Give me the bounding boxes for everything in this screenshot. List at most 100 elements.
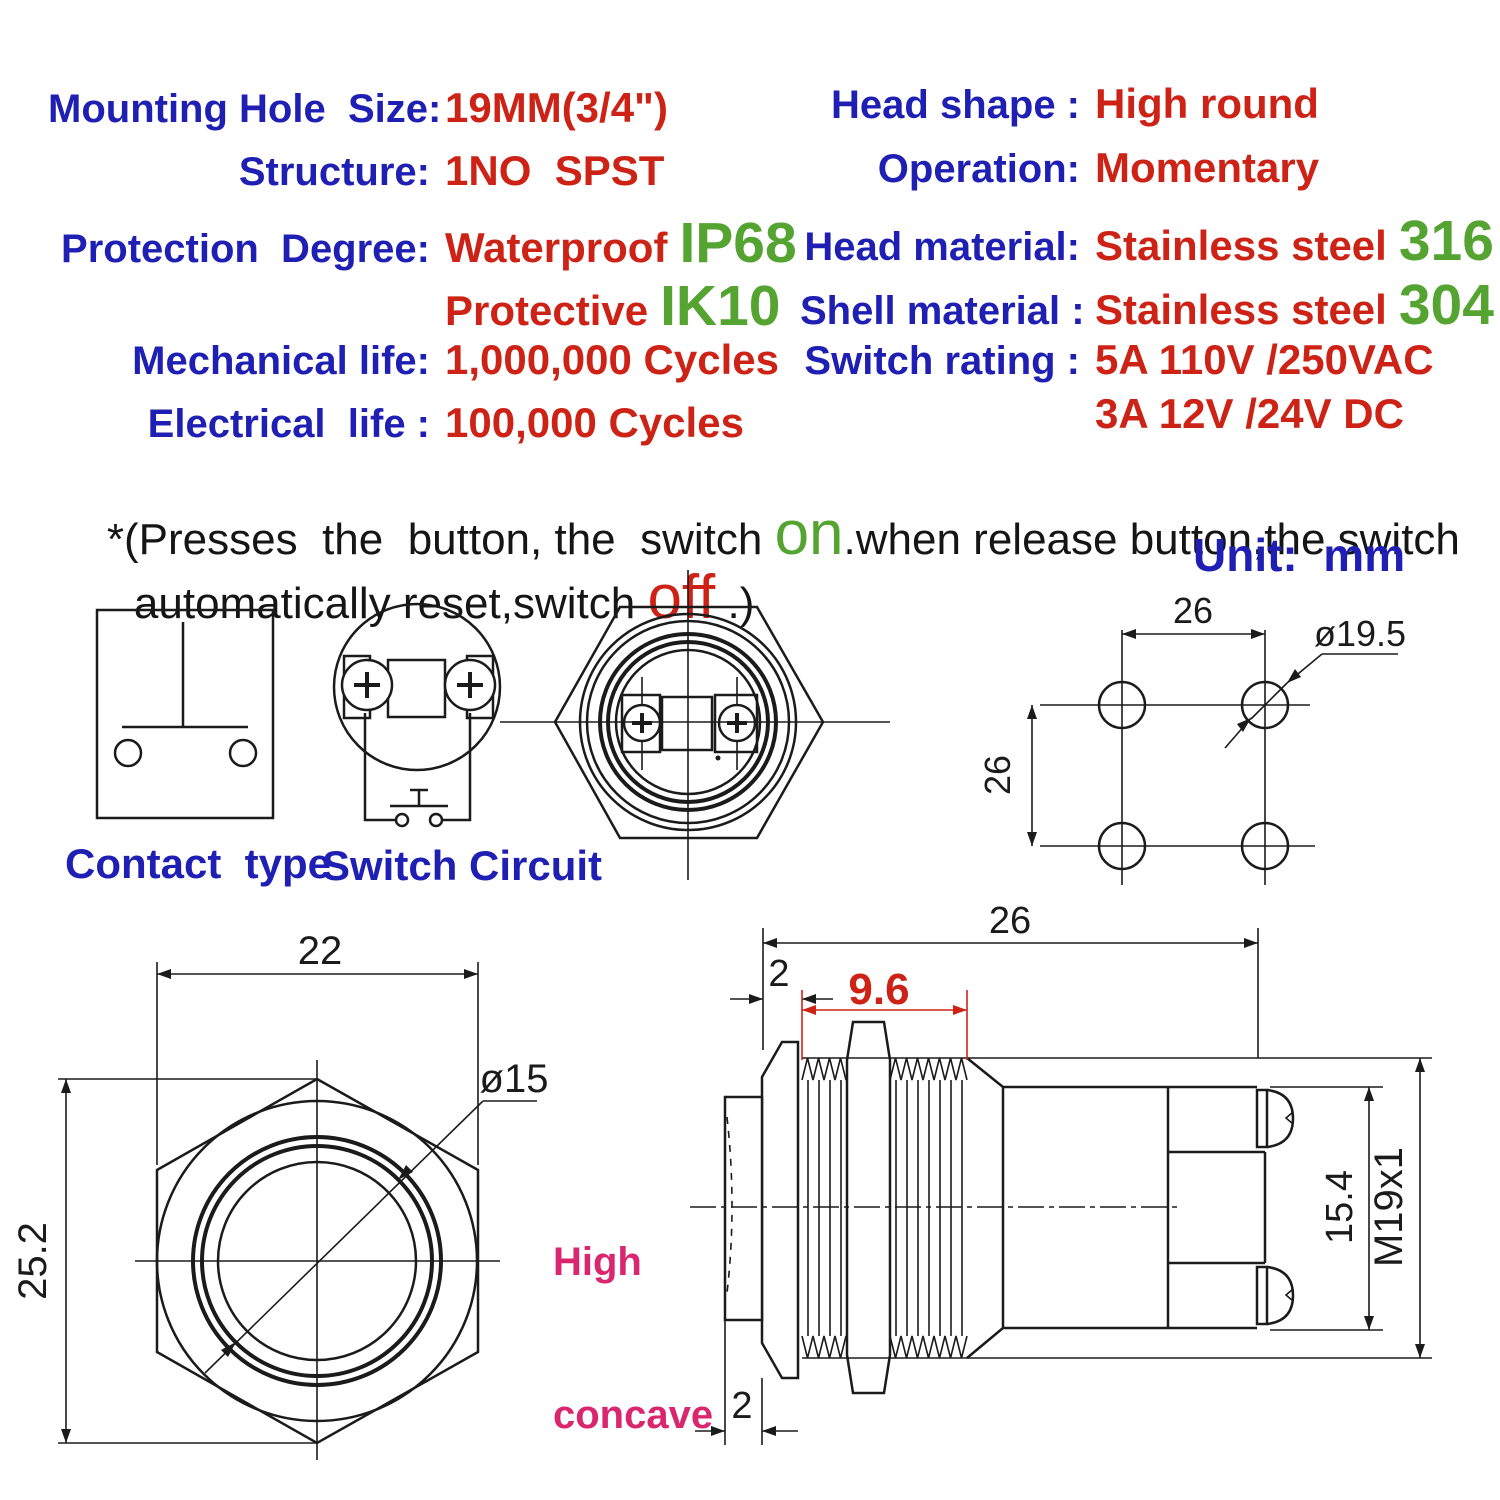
dim-hex-af: 22 xyxy=(298,929,343,973)
circuit-wire-left xyxy=(363,713,395,822)
switch-contact-right xyxy=(428,812,444,828)
contact-box xyxy=(95,608,275,820)
spec-label: Shell material : xyxy=(800,289,1085,333)
dim-arrow xyxy=(1287,669,1301,683)
spec-value: Waterproof xyxy=(445,224,668,271)
terminal-screw-head xyxy=(1266,1088,1295,1149)
leader-line xyxy=(1250,682,1288,720)
switch-contact-left xyxy=(394,812,410,828)
spec-label: Electrical life : xyxy=(147,402,430,446)
spec-value-big: IK10 xyxy=(660,274,781,338)
switch-circuit-drawing xyxy=(332,602,502,828)
terminal-screw-notch xyxy=(1284,1111,1294,1125)
mounting-hole xyxy=(1097,821,1147,871)
dim-arrow xyxy=(1027,832,1037,846)
dim-side-thread: M19x1 xyxy=(1367,1147,1411,1267)
spec-value-big: 304 xyxy=(1398,273,1494,337)
note-on-word: on xyxy=(774,499,844,568)
spec-value: 1,000,000 Cycles xyxy=(445,336,779,383)
dim-hex-dia: ø15 xyxy=(480,1057,549,1101)
spec-label: Mechanical life: xyxy=(132,339,430,383)
circuit-center-block xyxy=(386,658,447,719)
specs-left: Mounting Hole Size: 19MM(3/4") Structure… xyxy=(48,84,797,462)
spec-value: 100,000 Cycles xyxy=(445,399,744,446)
spec-label: Protection Degree: xyxy=(61,227,430,271)
dim-mount-v: 26 xyxy=(977,755,1018,795)
contact-terminal-right xyxy=(228,738,258,768)
front-view-drawing: 22 25.2 ø15 xyxy=(11,929,549,1460)
spec-value: Stainless steel xyxy=(1095,286,1387,333)
contact-type-caption: Contact type xyxy=(65,840,332,887)
dim-arrow xyxy=(1415,1058,1425,1072)
spec-row: Mounting Hole Size: 19MM(3/4") xyxy=(48,84,797,147)
dim-arrow xyxy=(61,1429,71,1443)
surface-annotation: High concave surface xyxy=(553,1135,713,1500)
spec-label: Head material: xyxy=(804,225,1080,269)
terminal-screw-shank xyxy=(1255,1265,1269,1326)
side-view-drawing: 26 2 9.6 15.4 M19x1 2 xyxy=(690,900,1432,1445)
button-head-profile xyxy=(723,1095,764,1322)
circuit-body-circle xyxy=(332,602,502,772)
dim-arrow xyxy=(61,1079,71,1093)
dim-arrow xyxy=(749,994,763,1004)
dim-arrow xyxy=(953,1005,967,1015)
spec-value: Stainless steel xyxy=(1095,222,1387,269)
spec-label: Head shape : xyxy=(831,83,1080,127)
bezel-profile xyxy=(760,1040,800,1380)
rear-dot xyxy=(715,755,721,761)
spec-value: 19MM(3/4") xyxy=(445,84,668,131)
spec-row: Mechanical life: 1,000,000 Cycles xyxy=(48,336,797,399)
spec-label: Structure: xyxy=(238,150,430,194)
dim-arrow xyxy=(398,1165,413,1180)
dim-arrow xyxy=(762,1426,776,1436)
dim-arrow xyxy=(763,938,777,948)
dim-arrow xyxy=(157,969,171,979)
spec-value-big: IP68 xyxy=(679,211,797,275)
mounting-pattern-drawing: 26 26 ø19.5 xyxy=(977,590,1406,885)
dim-side-thread-len: 9.6 xyxy=(848,965,909,1014)
leader-line xyxy=(204,1100,484,1374)
spec-value: Momentary xyxy=(1095,144,1320,191)
body-cone-edge xyxy=(966,1327,1004,1359)
body-cone-edge xyxy=(966,1057,1004,1088)
spec-row: Head shape : High round xyxy=(800,80,1494,144)
spec-row: Protective IK10 xyxy=(48,273,797,338)
dim-arrow xyxy=(1364,1087,1374,1101)
dim-side-len: 26 xyxy=(989,900,1031,942)
dim-mount-dia: ø19.5 xyxy=(1314,613,1406,654)
surface-annotation-line: concave xyxy=(553,1393,714,1437)
spec-label: Switch rating : xyxy=(804,339,1080,383)
spec-value: Protective xyxy=(445,287,649,334)
surface-annotation-line: High xyxy=(553,1240,642,1284)
mounting-hole xyxy=(1240,680,1290,730)
rear-bracket-right xyxy=(713,693,759,754)
spec-row: Structure: 1NO SPST xyxy=(48,147,797,210)
rear-center-block xyxy=(660,695,714,752)
mounting-hole xyxy=(1097,680,1147,730)
spec-value: 5A 110V /250VAC xyxy=(1095,336,1434,383)
spec-row: Head material: Stainless steel 316 xyxy=(800,208,1494,273)
specs-right: Head shape : High round Operation: Momen… xyxy=(800,80,1494,450)
dim-side-head: 2 xyxy=(731,1385,752,1427)
note-text: automatically reset,switch xyxy=(133,579,648,628)
spec-value-big: 316 xyxy=(1398,209,1494,273)
terminal-screw-shank xyxy=(1255,1088,1269,1149)
leader-line xyxy=(1224,717,1252,749)
dim-arrow xyxy=(802,1005,816,1015)
terminal-screw-notch xyxy=(1284,1288,1294,1302)
dim-arrow xyxy=(221,1342,236,1357)
spec-label: Mounting Hole Size: xyxy=(48,87,442,131)
spec-row: Electrical life : 100,000 Cycles xyxy=(48,399,797,462)
concave-surface-dashed xyxy=(726,1116,733,1294)
dim-arrow xyxy=(1251,629,1265,639)
spec-label: Operation: xyxy=(877,147,1080,191)
dim-arrow xyxy=(1364,1316,1374,1330)
dim-mount-h: 26 xyxy=(1173,590,1213,631)
spec-row: Operation: Momentary xyxy=(800,144,1494,208)
switch-circuit-caption: Switch Circuit xyxy=(322,842,603,889)
dim-arrow xyxy=(711,1426,725,1436)
unit-label: Unit: mm xyxy=(1193,529,1406,581)
dim-arrow xyxy=(1122,629,1136,639)
rear-view-drawing xyxy=(500,570,890,880)
